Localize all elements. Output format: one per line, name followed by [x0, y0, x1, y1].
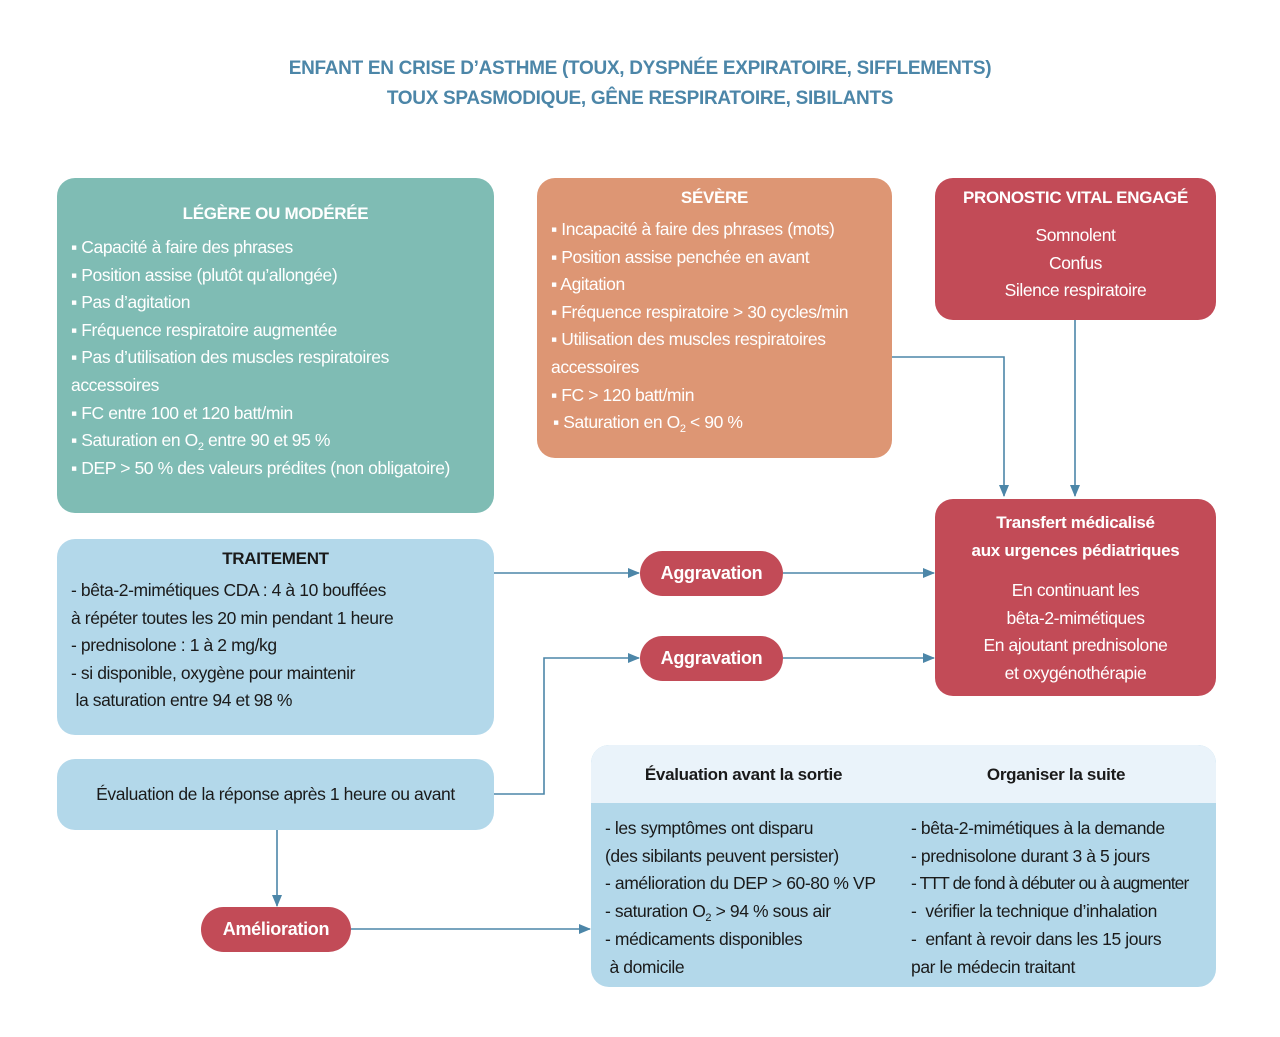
- amelioration-pill: Amélioration: [201, 907, 351, 952]
- treatment-item: à répéter toutes les 20 min pendant 1 he…: [71, 607, 394, 628]
- treatment-item: - prednisolone : 1 à 2 mg/kg: [71, 635, 277, 656]
- critical-title: PRONOSTIC VITAL ENGAGÉ: [962, 188, 1189, 207]
- follow-up-item: - bêta-2-mimétiques à la demande: [911, 818, 1165, 838]
- mild-severity-box: LÉGÈRE OU MODÉRÉE ▪ Capacité à faire des…: [57, 178, 494, 513]
- life-threatening-box: PRONOSTIC VITAL ENGAGÉ Somnolent Confus …: [935, 178, 1216, 320]
- discharge-item-saturation: - saturation O2 > 94 % sous air: [605, 901, 831, 925]
- discharge-item: - médicaments disponibles: [605, 928, 803, 949]
- severe-title: SÉVÈRE: [680, 188, 749, 207]
- transfer-title-line-1: Transfert médicalisé: [996, 513, 1155, 532]
- severe-item-saturation: ▪ Saturation en O2 < 90 %: [553, 412, 743, 436]
- transfer-item: bêta-2-mimétiques: [1006, 607, 1145, 628]
- discharge-header: [591, 745, 1216, 803]
- treatment-item: - bêta-2-mimétiques CDA : 4 à 10 bouffée…: [71, 580, 386, 600]
- critical-item: Silence respiratoire: [1004, 280, 1147, 301]
- transfer-item: et oxygénothérapie: [1004, 662, 1147, 683]
- mild-item: ▪ Pas d’agitation: [71, 292, 191, 313]
- follow-up-item: - enfant à revoir dans les 15 jours: [911, 928, 1162, 949]
- follow-up-title: Organiser la suite: [986, 765, 1126, 784]
- mild-item: accessoires: [71, 374, 159, 395]
- severe-box: SÉVÈRE ▪ Incapacité à faire des phrases …: [537, 178, 892, 458]
- aggravation-pill-2: Aggravation: [640, 636, 783, 681]
- arrow-severe-to-transfer: [892, 356, 1009, 497]
- severe-item: ▪ Fréquence respiratoire > 30 cycles/min: [551, 301, 849, 322]
- severe-item: ▪ Utilisation des muscles respiratoires: [551, 329, 826, 350]
- severe-item: accessoires: [551, 356, 639, 377]
- treatment-item: - si disponible, oxygène pour maintenir: [71, 662, 356, 683]
- discharge-box: Évaluation avant la sortie Organiser la …: [591, 745, 1216, 987]
- treatment-box: TRAITEMENT - bêta-2-mimétiques CDA : 4 à…: [57, 539, 494, 735]
- response-evaluation-text: Évaluation de la réponse après 1 heure o…: [96, 783, 455, 804]
- critical-item: Somnolent: [1035, 225, 1116, 245]
- follow-up-item: - vérifier la technique d’inhalation: [911, 901, 1157, 922]
- transfer-item: En ajoutant prednisolone: [983, 635, 1168, 656]
- critical-item: Confus: [1048, 252, 1103, 273]
- discharge-item: - amélioration du DEP > 60-80 % VP: [605, 873, 876, 894]
- transfer-title-line-2: aux urgences pédiatriques: [971, 541, 1180, 560]
- follow-up-item: - prednisolone durant 3 à 5 jours: [911, 845, 1150, 866]
- discharge-item: (des sibilants peuvent persister): [605, 845, 839, 866]
- diagram-title-line-1: ENFANT EN CRISE D’ASTHME (TOUX, DYSPNÉE …: [288, 58, 992, 79]
- mild-item-saturation: ▪ Saturation en O2 entre 90 et 95 %: [71, 430, 331, 454]
- treatment-item: la saturation entre 94 et 98 %: [71, 690, 293, 711]
- mild-item: ▪ Capacité à faire des phrases: [71, 237, 293, 257]
- mild-item: ▪ FC entre 100 et 120 batt/min: [71, 402, 293, 423]
- follow-up-item: par le médecin traitant: [911, 956, 1075, 977]
- follow-up-item: - TTT de fond à débuter ou à augmenter: [911, 873, 1189, 894]
- transfer-box: Transfert médicalisé aux urgences pédiat…: [935, 499, 1216, 696]
- severe-item: ▪ Agitation: [551, 274, 625, 295]
- mild-item: ▪ Pas d’utilisation des muscles respirat…: [71, 347, 389, 368]
- discharge-item: à domicile: [605, 956, 685, 977]
- follow-up-list: - bêta-2-mimétiques à la demande - predn…: [911, 815, 1216, 981]
- mild-title: LÉGÈRE OU MODÉRÉE: [182, 204, 369, 223]
- treatment-title: TRAITEMENT: [222, 549, 329, 568]
- severe-item: ▪ Position assise penchée en avant: [551, 246, 810, 267]
- discharge-evaluation-title: Évaluation avant la sortie: [644, 765, 843, 784]
- mild-item: ▪ Position assise (plutôt qu’allongée): [71, 264, 338, 285]
- discharge-evaluation-list: - les symptômes ont disparu (des sibilan…: [605, 815, 905, 981]
- transfer-item: En continuant les: [1011, 580, 1140, 600]
- aggravation-pill-1: Aggravation: [640, 551, 783, 596]
- response-evaluation-box: Évaluation de la réponse après 1 heure o…: [57, 759, 494, 830]
- diagram-title-line-2: TOUX SPASMODIQUE, GÊNE RESPIRATOIRE, SIB…: [386, 88, 894, 109]
- discharge-item: - les symptômes ont disparu: [605, 818, 814, 838]
- severe-item: ▪ Incapacité à faire des phrases (mots): [551, 219, 835, 239]
- mild-item: ▪ Fréquence respiratoire augmentée: [71, 319, 337, 340]
- arrow-evaluation-to-aggravation2: [494, 653, 640, 795]
- mild-item: ▪ DEP > 50 % des valeurs prédites (non o…: [71, 457, 450, 478]
- severe-item: ▪ FC > 120 batt/min: [551, 384, 695, 405]
